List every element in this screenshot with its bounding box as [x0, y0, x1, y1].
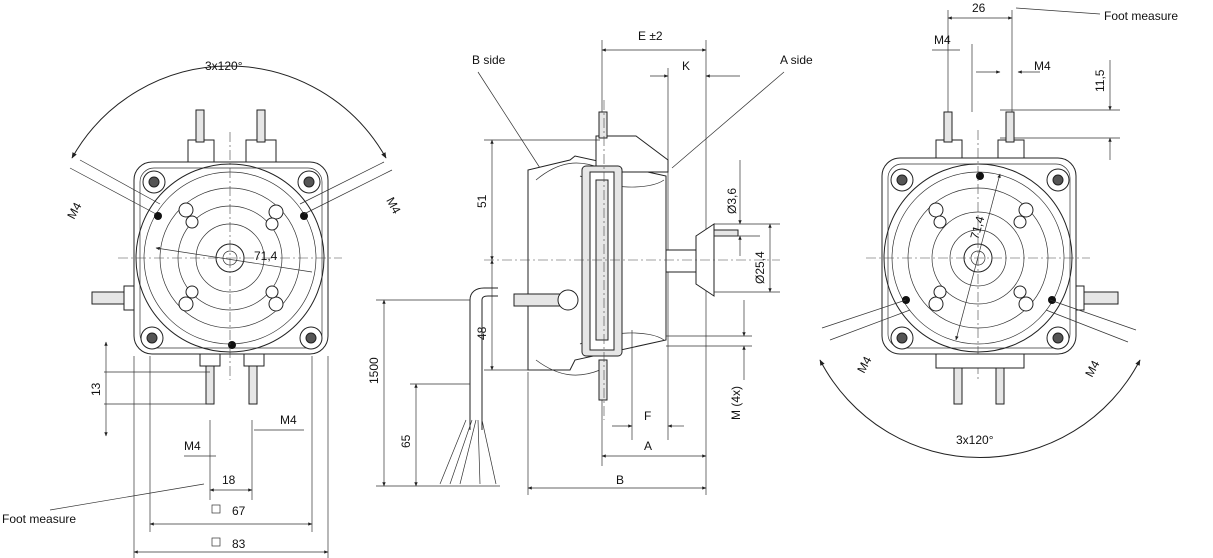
dia-6-label: Ø3,6	[725, 188, 739, 214]
dim-13-label: 13	[89, 382, 103, 396]
diameter-71-label: 71,4	[254, 249, 278, 263]
angle-arc	[71, 65, 387, 159]
m4-top-right-label: M4	[1034, 59, 1051, 73]
m4-bottom-left-label: M4	[184, 439, 201, 453]
shaft-hub	[665, 249, 699, 273]
rear-diameter-71-label: 71,4	[967, 214, 987, 241]
dim-a-label: A	[644, 439, 652, 453]
terminal-pins	[187, 109, 277, 163]
foot-measure-left-label: Foot measure	[2, 512, 76, 526]
mounting-slots	[178, 202, 284, 312]
m4-right-label: M4	[383, 195, 403, 217]
dia-25-label: Ø25,4	[753, 251, 767, 284]
dim-26-label: 26	[972, 1, 986, 15]
dim-b-label: B	[616, 473, 624, 487]
side-view: E ±2 K B side A side	[367, 29, 813, 495]
dim-f-label: F	[644, 409, 651, 423]
m4-bottom-right-label: M4	[280, 413, 297, 427]
m4-rear-left-label: M4	[854, 354, 874, 376]
front-view: 3x120°	[2, 59, 404, 558]
a-side-label: A side	[780, 53, 813, 67]
dim-51-label: 51	[475, 194, 489, 208]
rear-view: 26 Foot measure M4 M4 11,5	[819, 1, 1178, 459]
dim-11-5-label: 11,5	[1093, 69, 1107, 92]
foot-measure-right-label: Foot measure	[1104, 9, 1178, 23]
dim-k-label: K	[682, 59, 690, 73]
rear-angle-label: 3x120°	[956, 433, 994, 447]
m4-rear-right-label: M4	[1082, 358, 1102, 380]
corner-holes	[140, 170, 323, 350]
square-83-label: 83	[232, 537, 246, 551]
dim-1500-label: 1500	[367, 357, 381, 384]
cable	[469, 300, 483, 430]
dim-e-label: E ±2	[638, 29, 663, 43]
b-side-label: B side	[472, 53, 506, 67]
square-67-label: 67	[232, 504, 246, 518]
dim-65-label: 65	[399, 434, 413, 448]
angle-label: 3x120°	[205, 59, 243, 73]
rear-angle-arc	[819, 359, 1141, 459]
m4x-label: M (4x)	[729, 386, 743, 420]
dim-18-label: 18	[222, 473, 236, 487]
m4-top-left-label: M4	[934, 33, 951, 47]
m4-left-label: M4	[64, 200, 84, 222]
